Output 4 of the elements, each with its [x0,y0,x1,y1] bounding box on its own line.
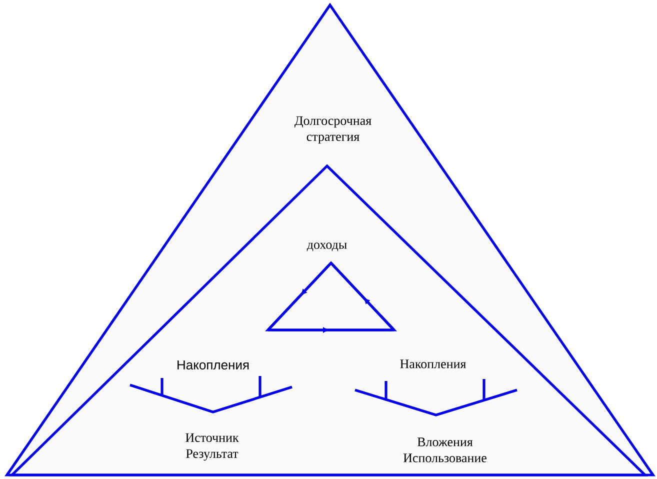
label: Накопления [178,360,249,370]
label: Вложения Использование [403,438,486,462]
label: Накопления [400,360,466,368]
label: Источник Результат [186,433,239,461]
